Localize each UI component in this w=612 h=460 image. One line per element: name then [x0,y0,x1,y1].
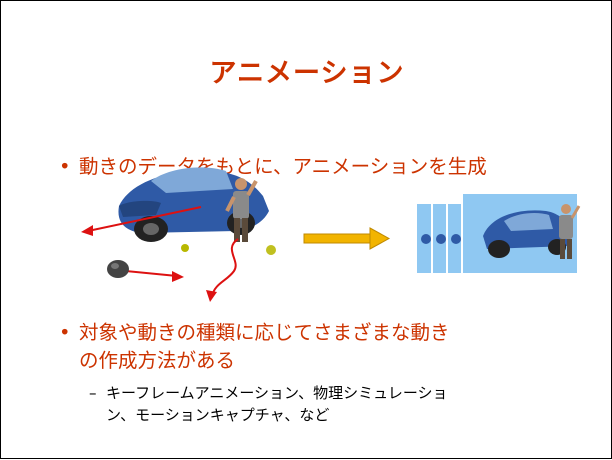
bullet-2-line-2: の作成方法がある [79,349,236,372]
bullet-marker: • [59,155,71,178]
sub-bullet-line-2: ン、モーションキャプチャ、など [106,406,330,424]
bullet-marker: • [59,321,71,344]
animation-frames [417,194,581,273]
person-figure [225,178,258,242]
bullet-2-line-1: 対象や動きの種類に応じてさまざまな動き [79,321,450,344]
bullet-2: • 対象や動きの種類に応じてさまざまな動き の作成方法がある [59,319,559,375]
trajectory-arrows [81,206,239,302]
ball-objects [181,244,276,255]
sub-bullet: – キーフレームアニメーション、物理シミュレーショ ン、モーションキャプチャ、な… [89,382,576,426]
transition-arrow [303,227,391,250]
sub-bullet-line-1: キーフレームアニメーション、物理シミュレーショ [106,384,448,402]
rock-object [107,260,129,278]
sub-bullet-marker: – [89,384,97,402]
slide-title: アニメーション [209,58,405,89]
